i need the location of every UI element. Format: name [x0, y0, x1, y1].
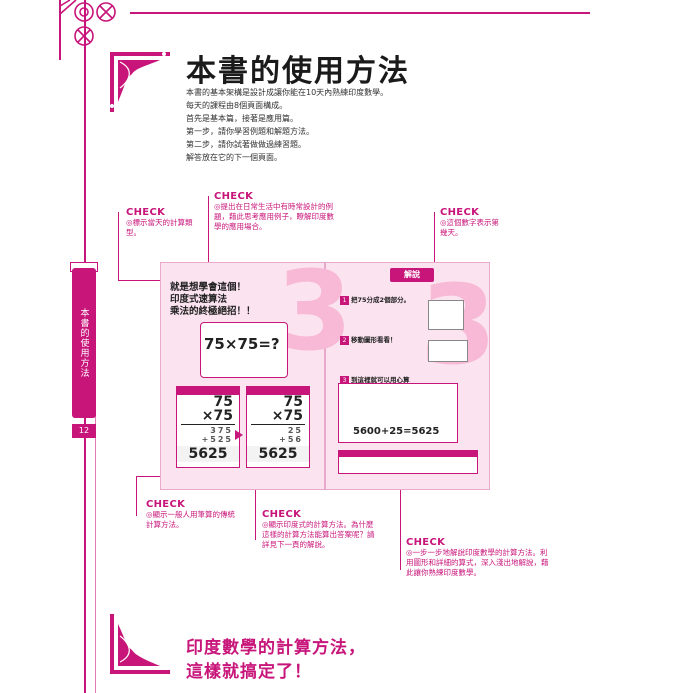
check-text: ◎標示當天的計算類型。 [126, 218, 193, 237]
step-number: 3 [340, 376, 349, 385]
tip-header-bar [339, 451, 477, 457]
example-expression: 75×75=? [204, 335, 280, 353]
check-text: ◎顯示一般人用筆算的傳統計算方法。 [146, 510, 236, 529]
leader-line [136, 476, 176, 477]
corner-ornament-icon [59, 0, 116, 60]
calc-header-bar [177, 387, 239, 395]
intro-line: 每天的課程由8個頁面構成。 [186, 101, 288, 110]
question-note-placeholder [204, 326, 284, 333]
area-diagram [428, 340, 468, 362]
corner-flourish-icon [110, 614, 170, 674]
check-callout-explanation: CHECK ◎一步一步地解說印度數學的計算方法。利用圖形和詳細的算式，深入淺出地… [406, 538, 552, 578]
side-tab-label: 本書的使用方法 [72, 268, 96, 418]
check-label: CHECK [262, 509, 302, 520]
calc-separator [251, 424, 305, 425]
area-diagram [428, 300, 464, 330]
intro-line: 解答放在它的下一個頁面。 [186, 153, 282, 162]
calc-operand: 75 [213, 394, 233, 410]
banner-line: 這樣就搞定了！ [186, 662, 312, 682]
result-comparison-box: 5600+25=5625 [338, 383, 458, 443]
leader-line [255, 476, 256, 540]
step-heading: 把75分成2個部分。 [351, 296, 411, 304]
check-callout-example: CHECK ◎提出在日常生活中有時常設計的例題，藉此思考應用例子，瞭解印度數學的… [214, 192, 334, 232]
check-text: ◎顯示印度式的計算方法。為什麼這樣的計算方法能算出答案呢？請詳見下一頁的解說。 [262, 520, 375, 549]
calc-result: 5625 [247, 446, 309, 462]
closing-banner: 印度數學的計算方法， 這樣就搞定了！ [186, 636, 366, 684]
spread-fold [324, 262, 326, 490]
intro-line: 第二步，請你試著做做過練習題。 [186, 140, 306, 149]
heading-line: 就是想學會這個！ [170, 282, 247, 293]
check-text: ◎這個數字表示第幾天。 [440, 218, 500, 237]
arrow-right-icon [235, 430, 243, 440]
leader-line [136, 476, 137, 516]
corner-flourish-icon [110, 52, 170, 112]
check-label: CHECK [126, 207, 166, 218]
explanation-title: 解說 [390, 268, 434, 282]
check-label: CHECK [406, 537, 446, 548]
intro-text: 本書的基本架構是設計成讓你能在10天內熟練印度數學。 每天的課程由8個頁面構成。… [186, 86, 446, 164]
indian-calc-box: 75 ×75 25 +56 5625 [246, 386, 310, 468]
tip-box [338, 450, 478, 474]
check-label: CHECK [440, 207, 480, 218]
calc-header-bar [247, 387, 309, 395]
intro-line: 本書的基本架構是設計成讓你能在10天內熟練印度數學。 [186, 88, 389, 97]
calc-partial: +56 [279, 435, 303, 444]
check-callout-day-type: CHECK ◎標示當天的計算類型。 [126, 208, 196, 238]
intro-line: 第一步，請你學習例題和解題方法。 [186, 127, 314, 136]
intro-line: 首先是基本篇，接著是應用篇。 [186, 114, 298, 123]
leader-line [434, 212, 435, 274]
calc-operand: ×75 [271, 408, 303, 424]
check-callout-traditional: CHECK ◎顯示一般人用筆算的傳統計算方法。 [146, 500, 236, 530]
calc-partial: +525 [201, 435, 233, 444]
leader-line [400, 474, 401, 570]
leader-line [118, 212, 119, 280]
page-number: 12 [72, 424, 96, 438]
step-number: 1 [340, 296, 349, 305]
day-number-big: 3 [276, 247, 353, 375]
check-text: ◎一步一步地解說印度數學的計算方法。利用圖形和詳細的算式，深入淺出地解說，藉此讓… [406, 548, 549, 577]
check-label: CHECK [146, 499, 186, 510]
banner-line: 印度數學的計算方法， [186, 638, 366, 658]
calc-operand: 75 [283, 394, 303, 410]
step-number: 2 [340, 336, 349, 345]
sidebar-rule-inner [95, 270, 96, 693]
heading-line: 乘法的終極絕招！！ [170, 306, 256, 317]
top-rule [130, 12, 590, 14]
calc-operand: ×75 [201, 408, 233, 424]
leader-line [118, 280, 168, 281]
spread-left-heading: 就是想學會這個！ 印度式速算法 乘法的終極絕招！！ [170, 282, 280, 318]
check-label: CHECK [214, 191, 254, 202]
heading-line: 印度式速算法 [170, 294, 228, 305]
step-heading: 移動圖形看看！ [351, 336, 397, 344]
calc-separator [181, 424, 235, 425]
calc-partial: 375 [210, 426, 233, 435]
calc-result: 5625 [177, 446, 239, 462]
check-callout-indian: CHECK ◎顯示印度式的計算方法。為什麼這樣的計算方法能算出答案呢？請詳見下一… [262, 510, 380, 550]
traditional-calc-box: 75 ×75 375 +525 5625 [176, 386, 240, 468]
final-equation: 5600+25=5625 [353, 426, 440, 437]
check-text: ◎提出在日常生活中有時常設計的例題，藉此思考應用例子，瞭解印度數學的應用場合。 [214, 202, 334, 231]
example-question-box: 75×75=? [200, 322, 288, 378]
leader-line [208, 196, 209, 286]
calc-partial: 25 [287, 426, 303, 435]
page-title: 本書的使用方法 [186, 54, 410, 89]
check-callout-day-number: CHECK ◎這個數字表示第幾天。 [440, 208, 500, 238]
